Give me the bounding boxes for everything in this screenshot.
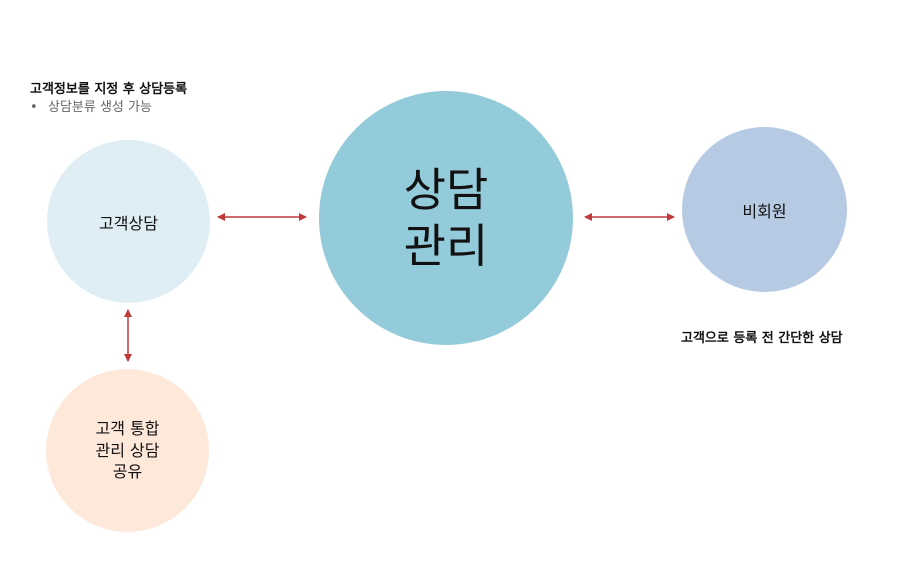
customer-note-bullet-text: 상담분류 생성 가능 [48,100,152,115]
integrated-share-label: 고객 통합 관리 상담 공유 [95,419,160,482]
bullet-dot: • [30,100,38,115]
customer-note-bullet: • 상담분류 생성 가능 [30,96,152,115]
customer-consult-label: 고객상담 [99,213,158,233]
non-member-note: 고객으로 등록 전 간단한 상담 [681,331,843,346]
consult-management-node: 상담 관리 [319,91,573,345]
integrated-share-node: 고객 통합 관리 상담 공유 [46,369,209,532]
customer-note-title: 고객정보를 지정 후 상담등록 [30,82,188,97]
non-member-label: 비회원 [742,201,787,221]
consult-management-label: 상담 관리 [403,162,489,273]
customer-consult-node: 고객상담 [47,140,210,303]
non-member-node: 비회원 [682,127,847,292]
